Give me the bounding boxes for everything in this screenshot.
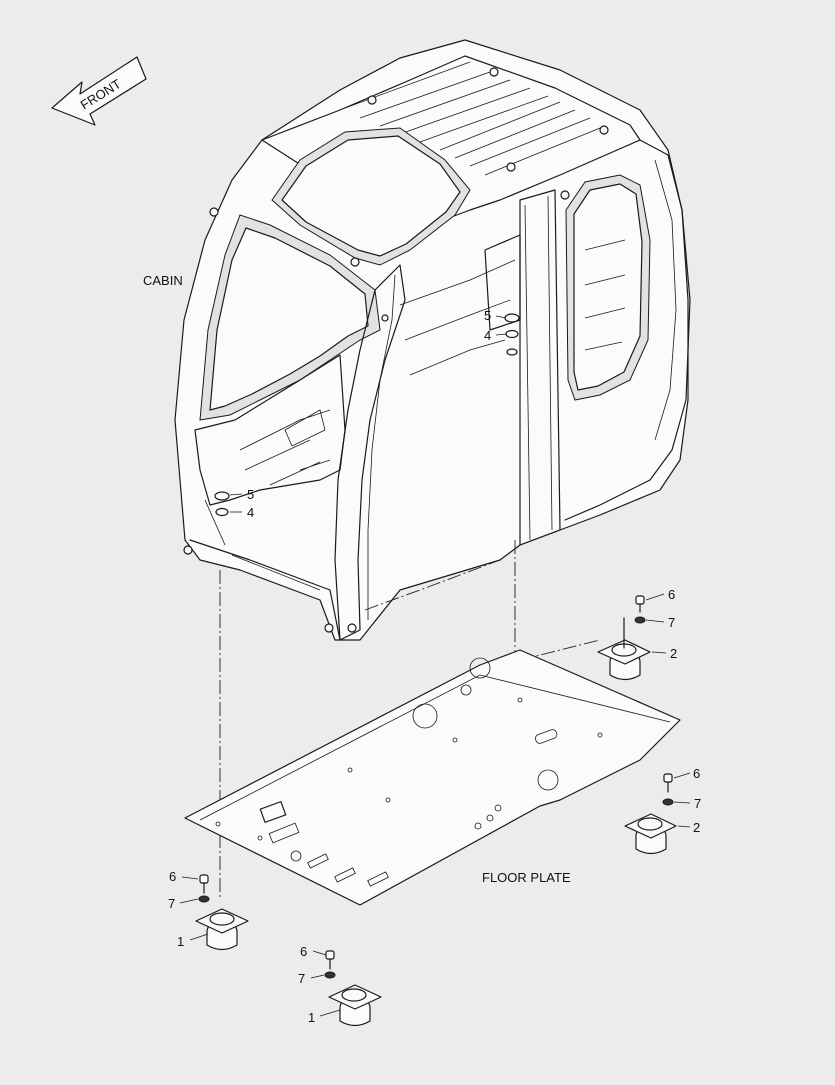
callout-7-front-left: 7 [168,896,175,911]
callout-5-rear: 5 [484,308,491,323]
callout-1-rear-left: 1 [308,1010,315,1025]
bolt-rear-right [634,595,646,624]
cabin-mount-hardware-rear [504,313,520,356]
callout-6-rear-left: 6 [300,944,307,959]
mount-rear-left [328,984,382,1027]
bolt-rear-left [324,950,336,979]
callout-4-front: 4 [247,505,254,520]
mount-front-right [624,813,677,855]
callout-1-front-left: 1 [177,934,184,949]
mount-rear-right [597,617,651,681]
front-arrow-icon: FRONT [51,56,147,126]
callout-2-rear-right: 2 [670,646,677,661]
callout-7-front-right: 7 [694,796,701,811]
callout-6-front-left: 6 [169,869,176,884]
callout-6-rear-right: 6 [668,587,675,602]
cabin-label: CABIN [143,273,183,288]
callout-5-front: 5 [247,487,254,502]
floor-plate-label: FLOOR PLATE [482,870,571,885]
mount-front-left [195,908,249,951]
bolt-front-right [662,773,674,806]
callout-4-rear: 4 [484,328,491,343]
cabin-mount-hardware-front [214,491,230,517]
callout-6-front-right: 6 [693,766,700,781]
floor-plate [184,649,681,906]
bolt-front-left [198,874,210,903]
callout-leaders [179,315,691,1017]
callout-7-rear-left: 7 [298,971,305,986]
callout-2-front-right: 2 [693,820,700,835]
cabin-assembly [174,39,691,641]
callout-7-rear-right: 7 [668,615,675,630]
